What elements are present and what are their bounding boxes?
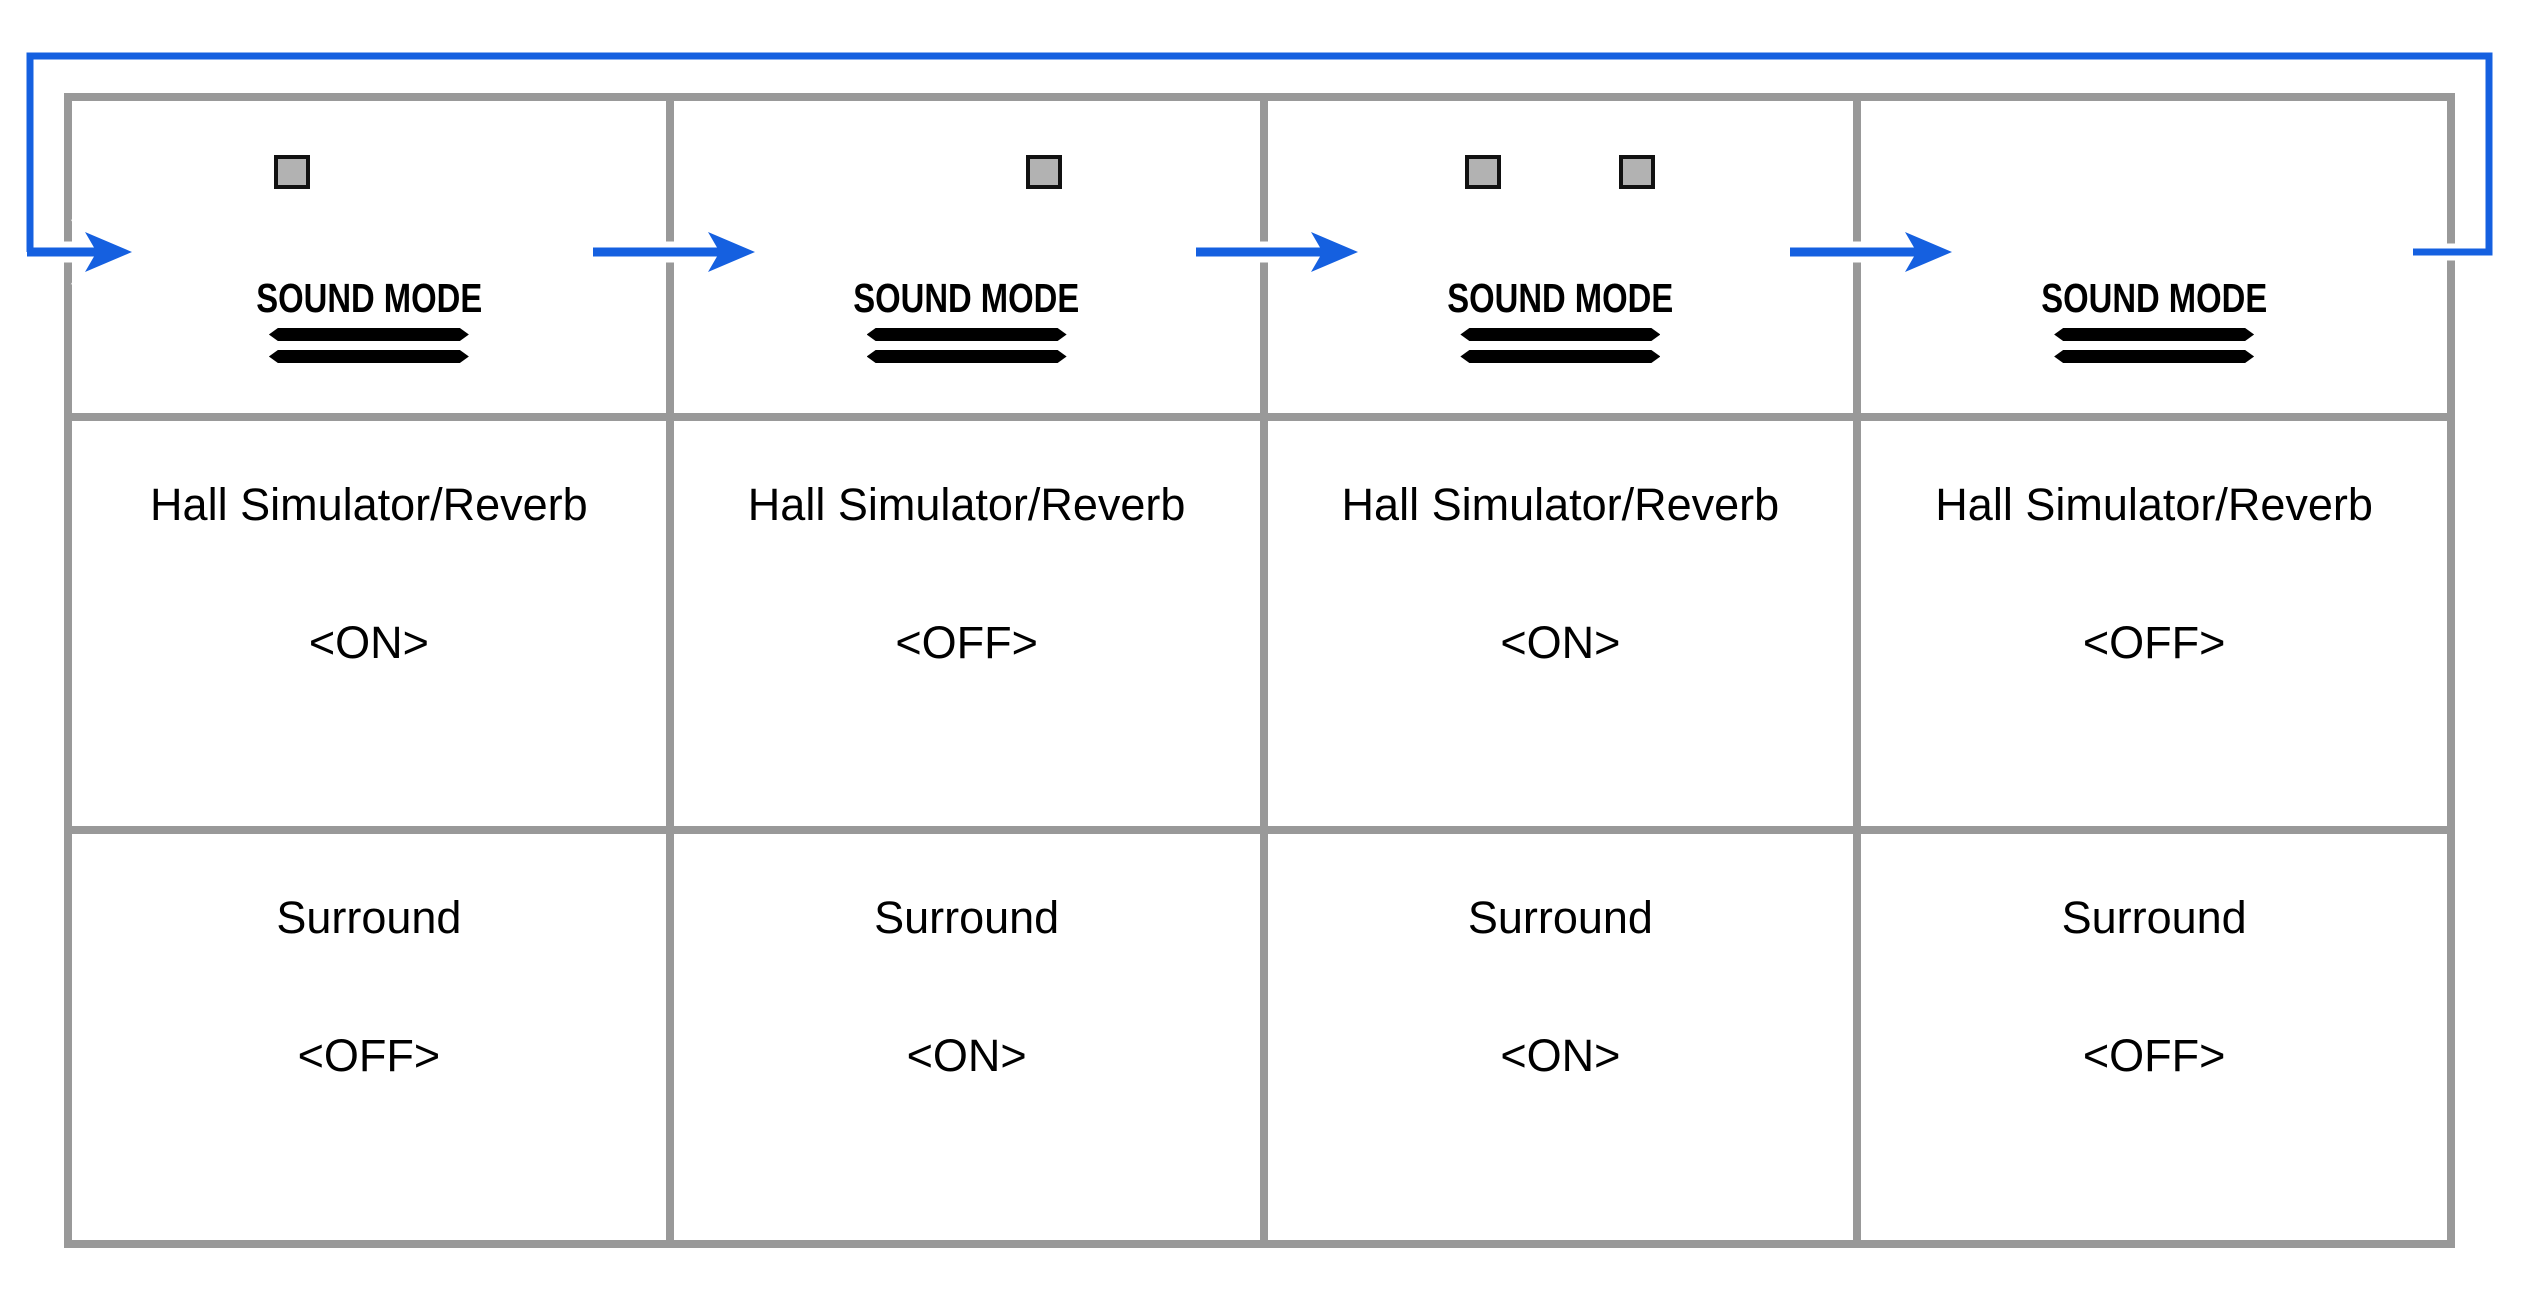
surround-status-cell-step-1: Surround <OFF> xyxy=(72,826,666,1240)
sound-mode-step-1-cell: SOUND MODE xyxy=(72,101,666,413)
surround-feature-value: <ON> xyxy=(1500,1030,1621,1081)
button-bar-icon xyxy=(269,328,469,341)
sound-mode-button-bars-icon xyxy=(2054,328,2254,372)
sound-mode-step-4-cell: SOUND MODE xyxy=(1853,101,2447,413)
surround-feature-label: Surround xyxy=(1467,892,1653,943)
sound-mode-button: SOUND MODE xyxy=(72,275,666,322)
sound-mode-button-label: SOUND MODE xyxy=(2041,275,2268,321)
sound-mode-button-label: SOUND MODE xyxy=(853,275,1080,321)
sound-mode-button-label: SOUND MODE xyxy=(255,275,482,321)
button-bar-icon xyxy=(1460,328,1660,341)
sound-mode-cycle-table: SOUND MODE SOUND MODE xyxy=(64,93,2455,1248)
surround-feature-label: Surround xyxy=(2061,892,2247,943)
surround-status-cell-step-2: Surround <ON> xyxy=(665,826,1260,1240)
button-bar-icon xyxy=(1460,350,1660,363)
hall-feature-value: <ON> xyxy=(1500,617,1621,668)
button-bar-icon xyxy=(867,328,1067,341)
hall-feature-value: <OFF> xyxy=(895,617,1038,668)
surround-indicator-led xyxy=(1025,155,1062,189)
sound-mode-step-2-cell: SOUND MODE xyxy=(665,101,1260,413)
hall-status-cell-step-3: Hall Simulator/Reverb <ON> xyxy=(1259,413,1854,826)
surround-feature-value: <ON> xyxy=(906,1030,1027,1081)
indicator-row xyxy=(2059,155,2249,189)
button-bar-icon xyxy=(2054,350,2254,363)
indicator-row xyxy=(872,155,1062,189)
surround-feature-value: <OFF> xyxy=(297,1030,441,1081)
surround-feature-label: Surround xyxy=(874,892,1060,943)
hall-status-cell-step-4: Hall Simulator/Reverb <OFF> xyxy=(1853,413,2447,826)
surround-indicator-led xyxy=(1619,155,1656,189)
sound-mode-button: SOUND MODE xyxy=(1268,275,1854,322)
indicator-row xyxy=(1465,155,1656,189)
hall-feature-label: Hall Simulator/Reverb xyxy=(1935,479,2373,530)
button-bar-icon xyxy=(269,350,469,363)
surround-feature-label: Surround xyxy=(276,892,462,943)
button-bar-icon xyxy=(867,350,1067,363)
surround-status-cell-step-3: Surround <ON> xyxy=(1259,826,1854,1240)
button-bar-icon xyxy=(2054,328,2254,341)
sound-mode-button-label: SOUND MODE xyxy=(1447,275,1674,321)
sound-mode-button-bars-icon xyxy=(1460,328,1660,372)
hall-status-cell-step-1: Hall Simulator/Reverb <ON> xyxy=(72,413,666,826)
hall-indicator-led xyxy=(1465,155,1502,189)
sound-mode-button-bars-icon xyxy=(867,328,1067,372)
surround-feature-value: <OFF> xyxy=(2082,1030,2226,1081)
hall-feature-value: <OFF> xyxy=(2082,617,2226,668)
hall-feature-label: Hall Simulator/Reverb xyxy=(747,479,1186,530)
surround-status-cell-step-4: Surround <OFF> xyxy=(1853,826,2447,1240)
indicator-row xyxy=(273,155,464,189)
hall-feature-value: <ON> xyxy=(308,617,429,668)
hall-indicator-led xyxy=(273,155,310,189)
sound-mode-button: SOUND MODE xyxy=(674,275,1260,322)
sound-mode-step-3-cell: SOUND MODE xyxy=(1259,101,1854,413)
sound-mode-button-bars-icon xyxy=(269,328,469,372)
hall-feature-label: Hall Simulator/Reverb xyxy=(1341,479,1780,530)
hall-status-cell-step-2: Hall Simulator/Reverb <OFF> xyxy=(665,413,1260,826)
sound-mode-button: SOUND MODE xyxy=(1861,275,2447,322)
hall-feature-label: Hall Simulator/Reverb xyxy=(150,479,588,530)
